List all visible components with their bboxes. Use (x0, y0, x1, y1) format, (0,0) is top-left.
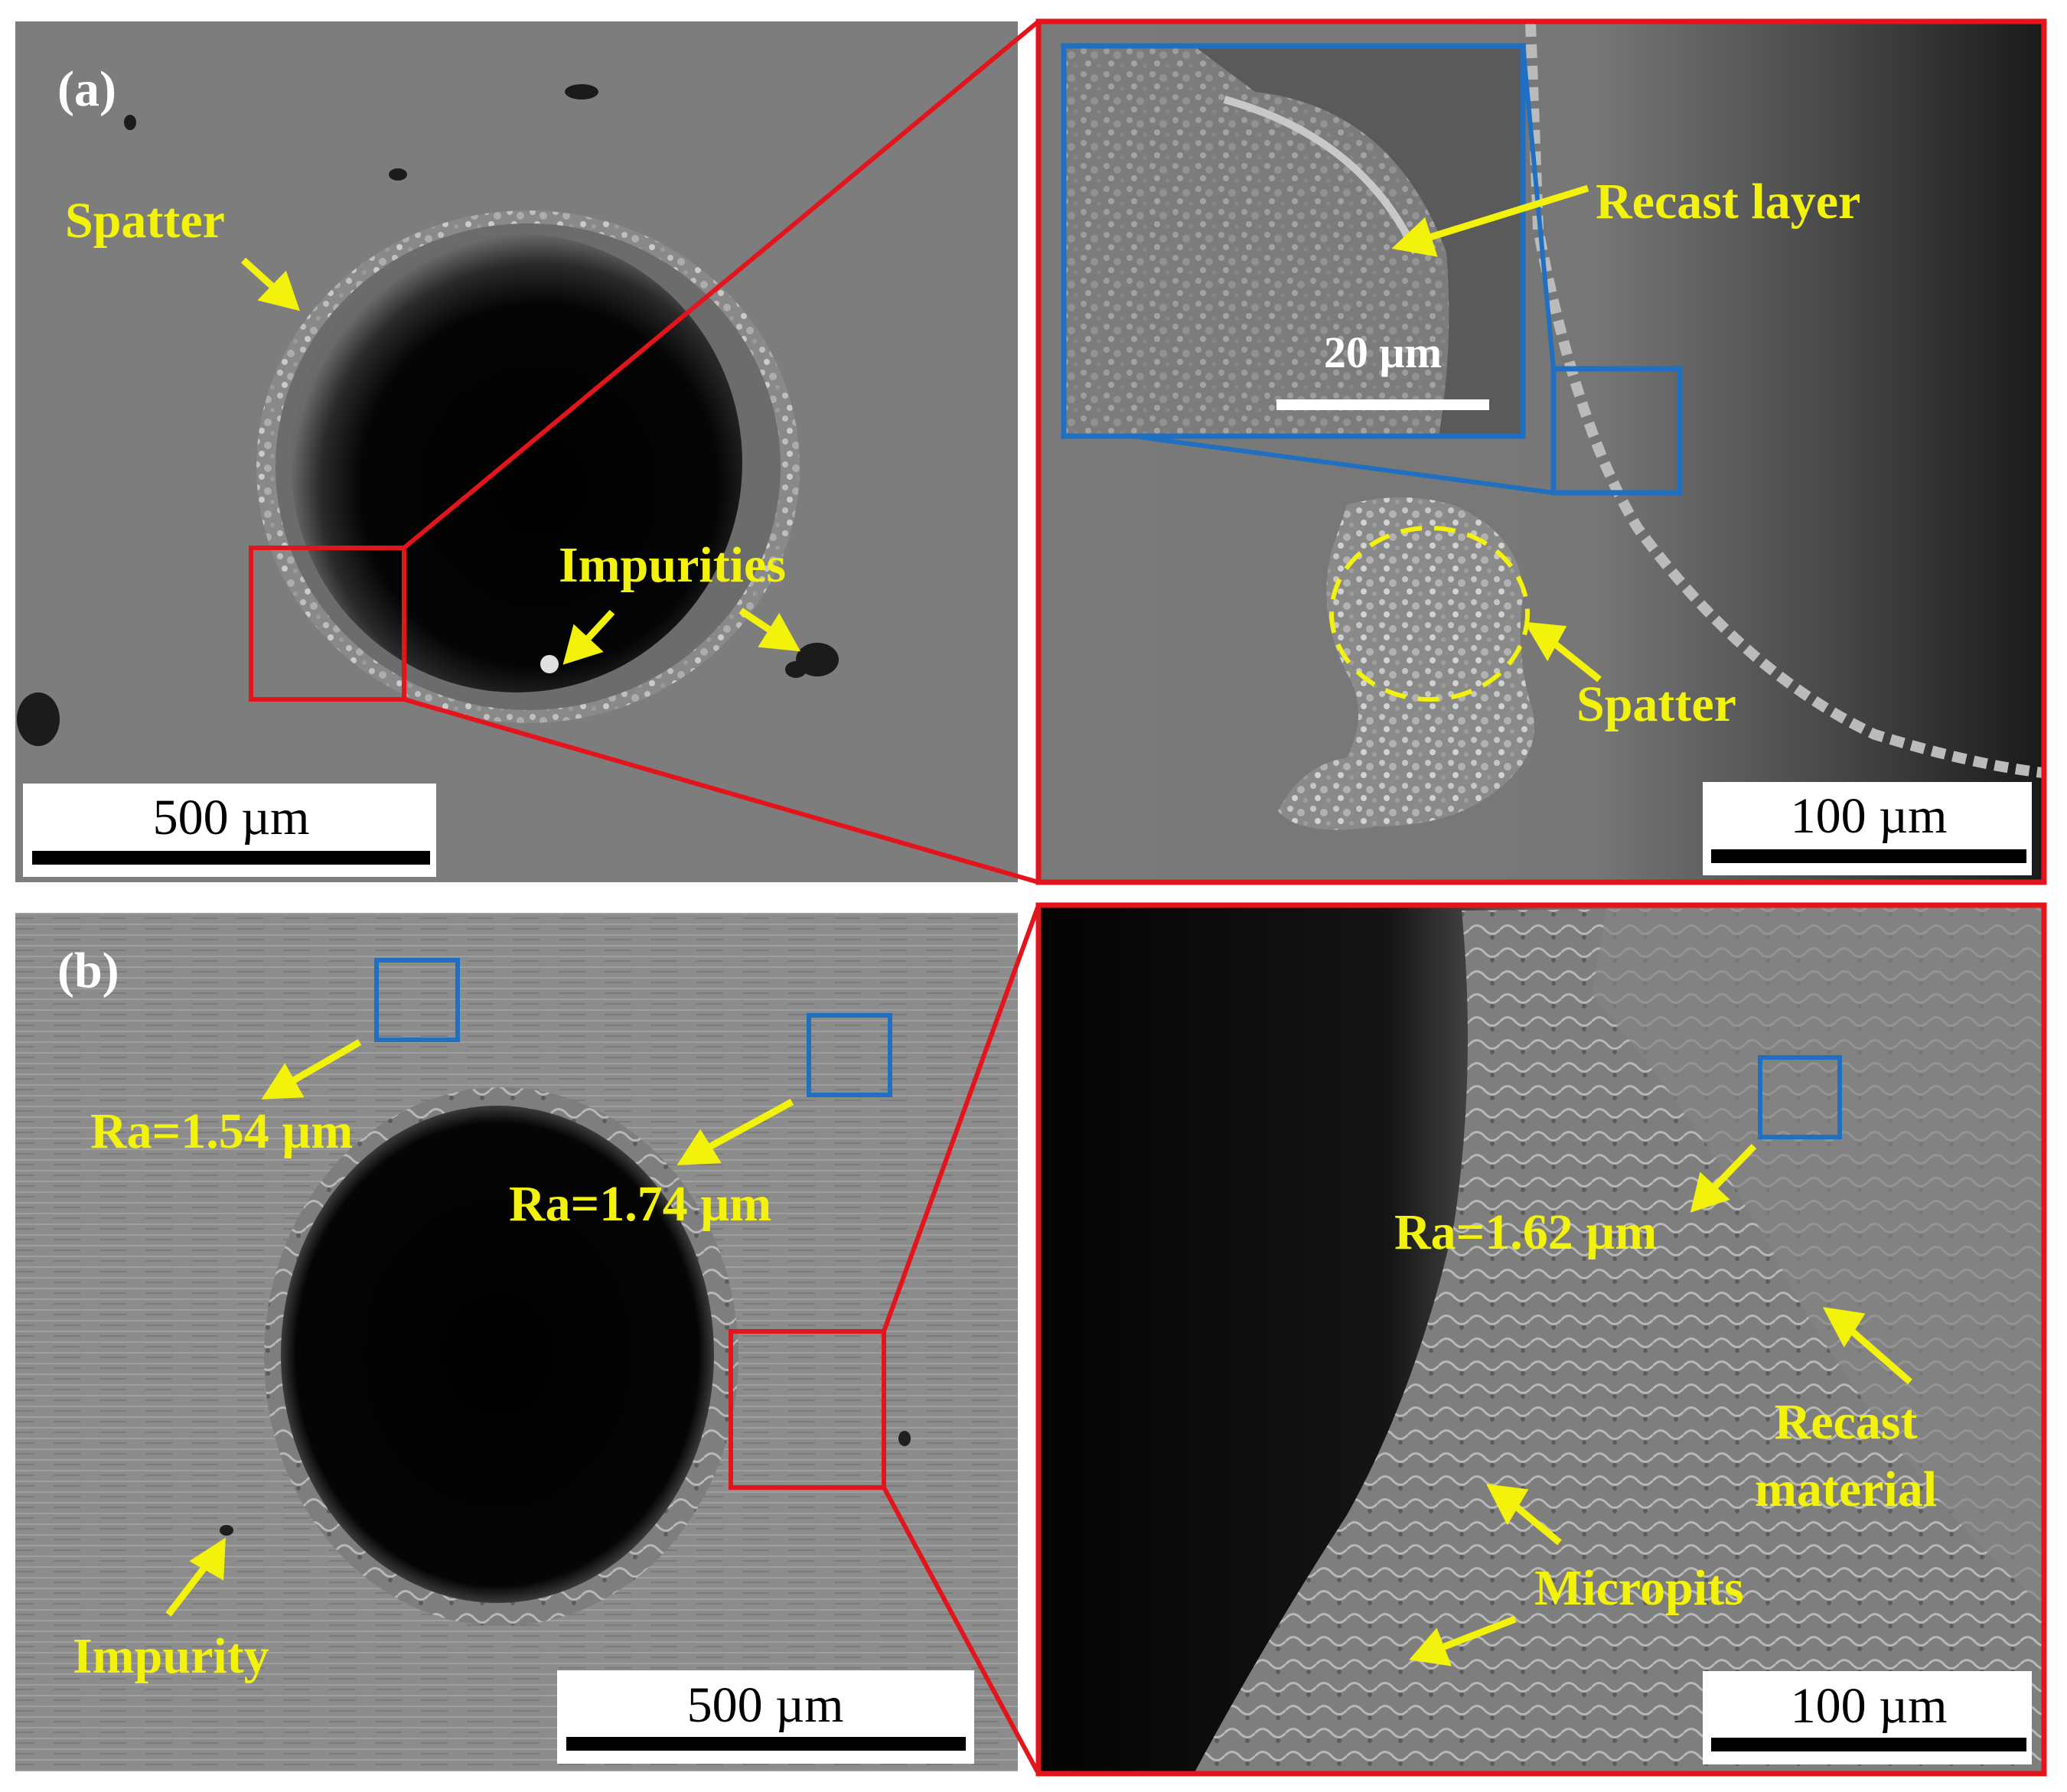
zoom-connector-bottom-a (403, 697, 1039, 885)
inset-scale-bar-20um (1276, 399, 1489, 410)
label-ra-1-74: Ra=1.74 µm (509, 1176, 771, 1232)
label-impurity: Impurity (73, 1628, 269, 1684)
label-ra-1-54: Ra=1.54 µm (90, 1103, 353, 1159)
label-spatter-a: Spatter (65, 193, 225, 249)
scale-bar-b-overview: 500 µm (557, 1670, 974, 1764)
svg-text:500 µm: 500 µm (687, 1677, 844, 1733)
scale-bar-a-overview: 500 µm (23, 784, 436, 877)
zoom-connector-top-b (882, 904, 1041, 1333)
svg-text:500 µm: 500 µm (153, 790, 310, 845)
panel-b-zoom-image (1038, 905, 2044, 1774)
panel-label-b: (b) (57, 943, 119, 999)
panel-a-overview-image (15, 21, 1018, 882)
inset-source-box (1550, 366, 1683, 496)
zoom-frame-a (1035, 18, 2047, 885)
label-recast-layer: Recast layer (1596, 174, 1860, 230)
roughness-box-left (374, 958, 460, 1042)
roughness-box-right (807, 1013, 892, 1097)
label-recast-line2: material (1755, 1461, 1937, 1517)
label-micropits: Micropits (1534, 1560, 1744, 1616)
laser-hole-a (291, 233, 742, 692)
svg-text:100 µm: 100 µm (1791, 1678, 1948, 1734)
label-spatter-zoom: Spatter (1576, 676, 1736, 732)
recast-layer-inset: 20 µm (1061, 43, 1526, 439)
zoom-region-box-b (729, 1329, 886, 1490)
zoom-frame-b (1035, 902, 2047, 1777)
annotation-arrows (165, 184, 1912, 1667)
panel-a-zoom-image: 20 µm (1038, 21, 2045, 882)
svg-text:100 µm: 100 µm (1791, 788, 1948, 844)
zoom-region-box-a (249, 546, 406, 702)
roughness-box-zoom (1758, 1055, 1842, 1139)
label-ra-1-62: Ra=1.62 µm (1394, 1204, 1657, 1260)
label-impurities: Impurities (559, 537, 786, 593)
laser-hole-b (281, 1106, 714, 1603)
label-recast-line1: Recast (1775, 1394, 1918, 1450)
panel-b-overview-image (15, 913, 1018, 1771)
scale-bar-b-zoom: 100 µm (1703, 1671, 2032, 1764)
zoom-connector-top-a (403, 19, 1040, 550)
spatter-dashed-circle (1329, 526, 1530, 702)
inset-scale-label: 20 µm (1324, 327, 1442, 377)
panel-label-a: (a) (57, 61, 116, 117)
zoom-connector-bottom-b (882, 1486, 1041, 1775)
scale-bar-a-zoom: 100 µm (1703, 782, 2032, 875)
